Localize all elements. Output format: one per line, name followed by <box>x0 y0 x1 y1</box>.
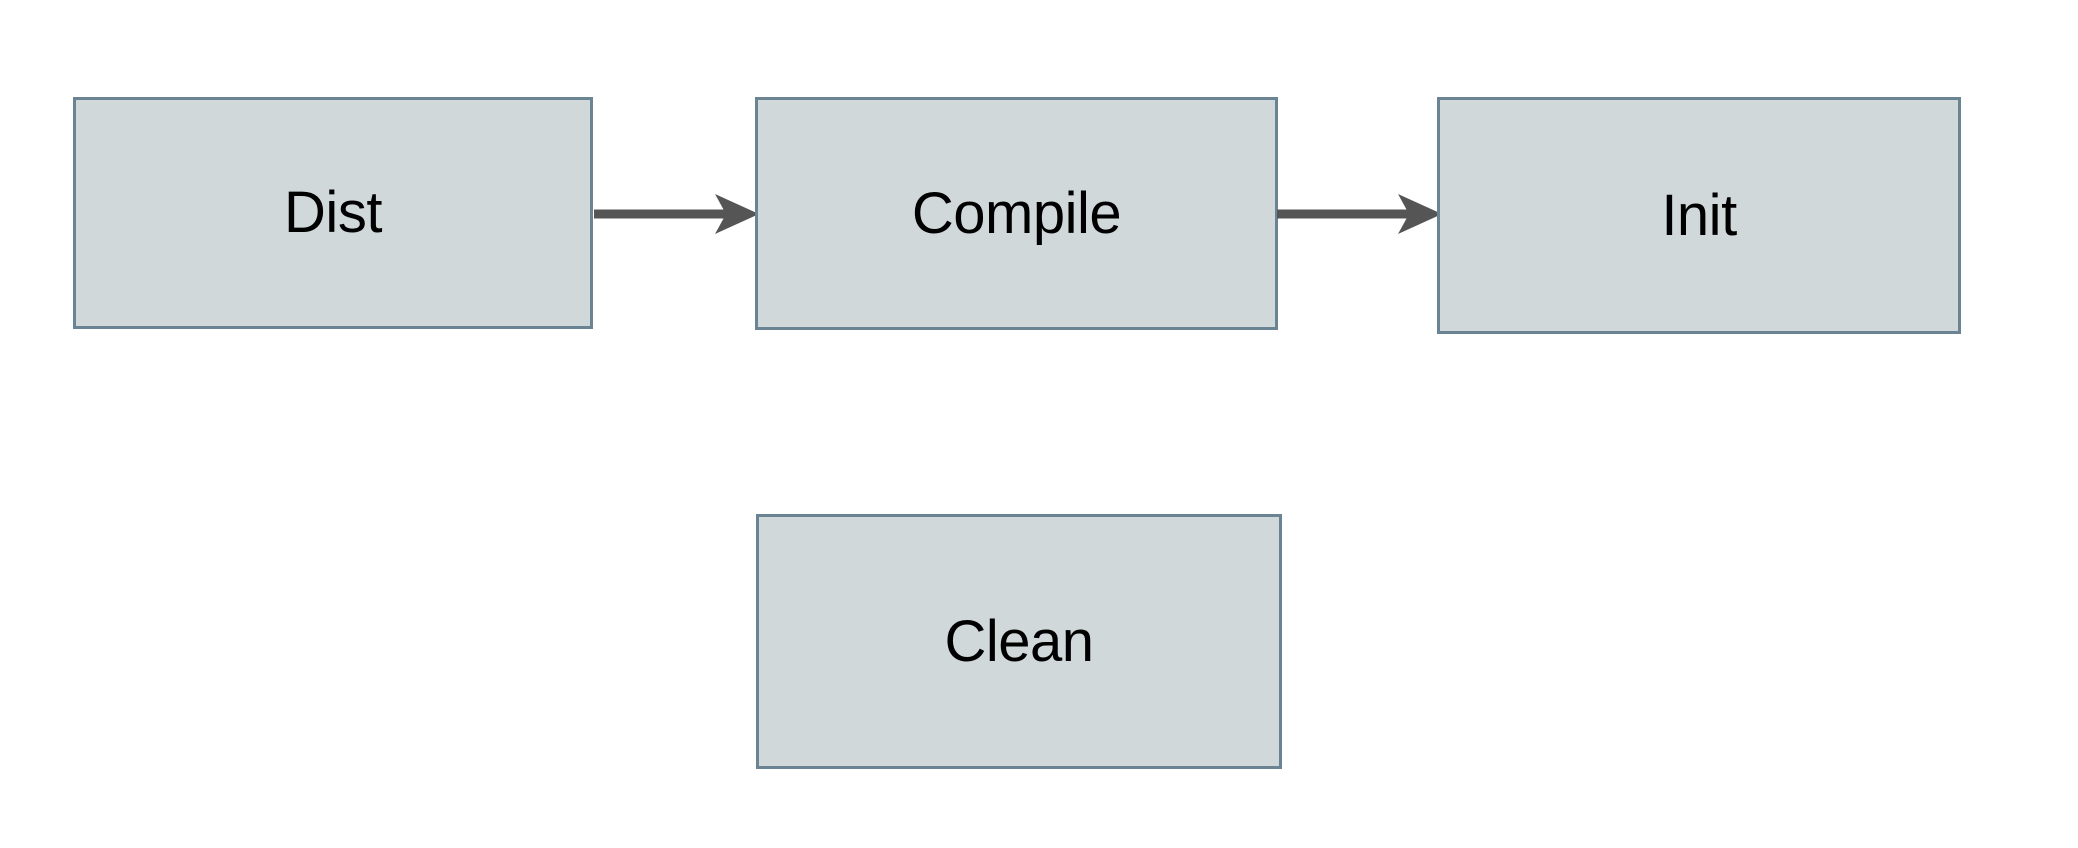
edge-compile-to-init <box>1277 194 1442 234</box>
node-compile-label: Compile <box>911 180 1122 246</box>
node-compile[interactable]: Compile <box>755 97 1278 330</box>
edge-dist-to-compile <box>594 194 759 234</box>
node-init[interactable]: Init <box>1437 97 1961 334</box>
node-init-label: Init <box>1661 182 1737 248</box>
arrow-shaft-and-head <box>594 194 759 234</box>
node-dist-label: Dist <box>284 180 382 245</box>
node-dist[interactable]: Dist <box>73 97 593 329</box>
arrow-shaft-and-head <box>1277 194 1442 234</box>
node-clean-label: Clean <box>944 608 1094 674</box>
node-clean[interactable]: Clean <box>756 514 1282 769</box>
arrow-head-icon <box>1398 194 1442 234</box>
arrow-head-icon <box>715 194 759 234</box>
